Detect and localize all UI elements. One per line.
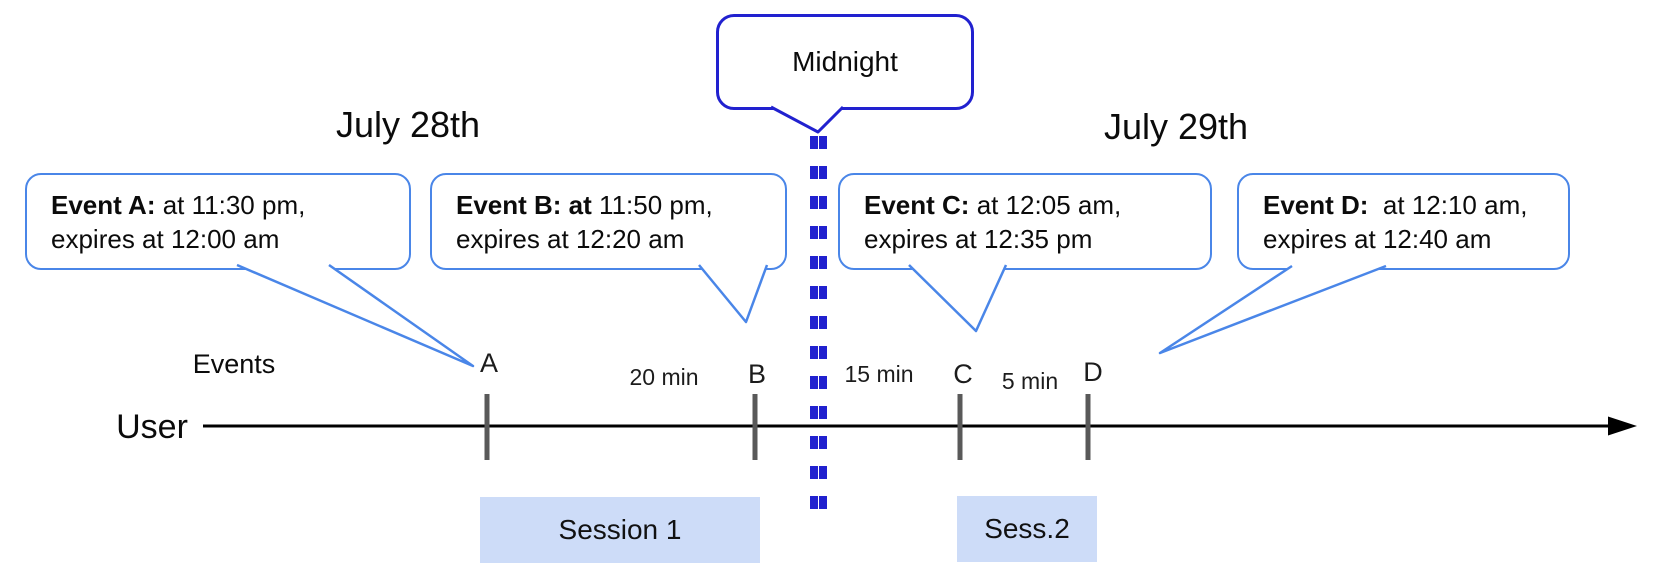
tick-label-b: B [747,359,767,389]
event-c-callout-tail [908,264,1008,333]
interval-label-5min: 5 min [1001,368,1059,394]
callout-text-line2: expires at 12:00 am [51,223,280,254]
interval-label-15min: 15 min [844,361,914,387]
date-july-29: July 29th [1103,106,1249,147]
session-2-box: Sess.2 [957,496,1097,562]
event-b-callout-tail [698,264,769,324]
session-1-box: Session 1 [480,497,760,563]
event-a-callout: Event A: at 11:30 pm, expires at 12:00 a… [25,173,411,270]
midnight-callout-tail [770,105,845,134]
tick-label-a: A [479,348,499,378]
tick-label-c: C [953,359,973,389]
callout-text-line2: expires at 12:35 pm [864,223,1093,254]
callout-text-line2: expires at 12:20 am [456,223,685,254]
event-d-callout-tail [1158,264,1387,355]
session-2-label: Sess.2 [984,513,1070,544]
midnight-callout: Midnight [716,14,974,110]
callout-text-line2: expires at 12:40 am [1263,223,1492,254]
callout-text-line1: Event D: at 12:10 am, [1263,189,1528,220]
event-b-callout: Event B: at 11:50 pm, expires at 12:20 a… [430,173,787,270]
callout-text-line1: Event A: at 11:30 pm, [51,189,306,220]
user-label: User [116,408,188,446]
date-july-28: July 28th [335,104,481,145]
axis-arrowhead [1608,416,1637,436]
events-label: Events [192,349,276,379]
midnight-label: Midnight [792,46,898,77]
session-1-label: Session 1 [558,514,682,545]
callout-text-line1: Event C: at 12:05 am, [864,189,1122,220]
event-c-callout: Event C: at 12:05 am, expires at 12:35 p… [838,173,1212,270]
interval-label-20min: 20 min [629,364,699,390]
event-d-callout: Event D: at 12:10 am, expires at 12:40 a… [1237,173,1570,270]
tick-label-d: D [1083,357,1103,387]
callout-text-line1: Event B: at 11:50 pm, [456,189,713,220]
